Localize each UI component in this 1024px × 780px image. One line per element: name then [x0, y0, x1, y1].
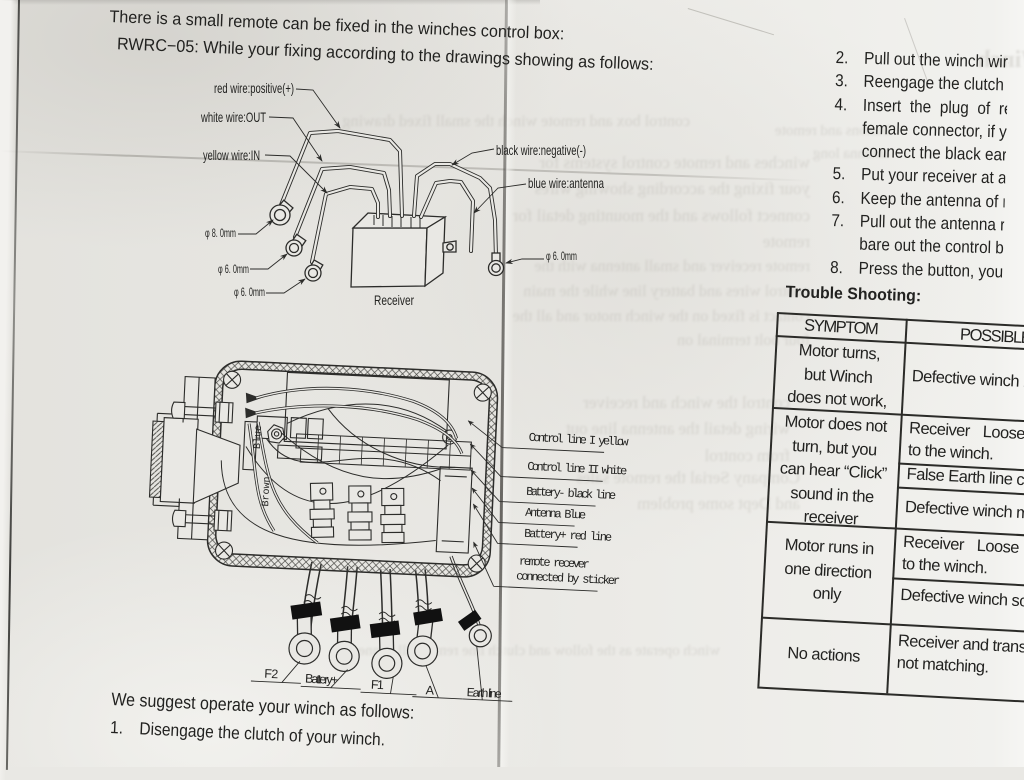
svg-text:white wire:OUT: white wire:OUT: [200, 109, 266, 125]
svg-text:Earth line: Earth line: [466, 685, 502, 701]
svg-text:Battery+ red line: Battery+ red line: [524, 527, 613, 545]
svg-text:red wire:positive(+): red wire:positive(+): [214, 80, 294, 96]
svg-text:Brown: Brown: [261, 476, 273, 507]
svg-text:remote recever: remote recever: [519, 554, 591, 571]
svg-text:φ 6. 0mm: φ 6. 0mm: [546, 251, 577, 263]
svg-text:black wire:negative(-): black wire:negative(-): [496, 142, 586, 158]
svg-text:yellow wire:IN: yellow wire:IN: [203, 147, 260, 163]
svg-text:Antenna Blue: Antenna Blue: [525, 506, 587, 523]
svg-text:Receiver: Receiver: [374, 293, 414, 308]
svg-text:F1: F1: [371, 678, 385, 693]
svg-text:A: A: [425, 683, 435, 697]
svg-text:Control line I yellow: Control line I yellow: [528, 431, 629, 450]
svg-text:connected by sticker: connected by sticker: [516, 569, 621, 588]
svg-text:Blue: Blue: [252, 425, 265, 450]
svg-text:φ 6. 0mm: φ 6. 0mm: [218, 264, 249, 276]
svg-text:φ 6. 0mm: φ 6. 0mm: [234, 287, 265, 299]
svg-text:F2: F2: [264, 667, 279, 682]
svg-text:blue wire:antenna: blue wire:antenna: [528, 175, 604, 191]
svg-text:Battery+: Battery+: [305, 672, 339, 688]
svg-text:Control line II white: Control line II white: [527, 460, 628, 479]
svg-text:φ 8. 0mm: φ 8. 0mm: [205, 228, 236, 240]
svg-text:Battery- black line: Battery- black line: [526, 485, 617, 503]
